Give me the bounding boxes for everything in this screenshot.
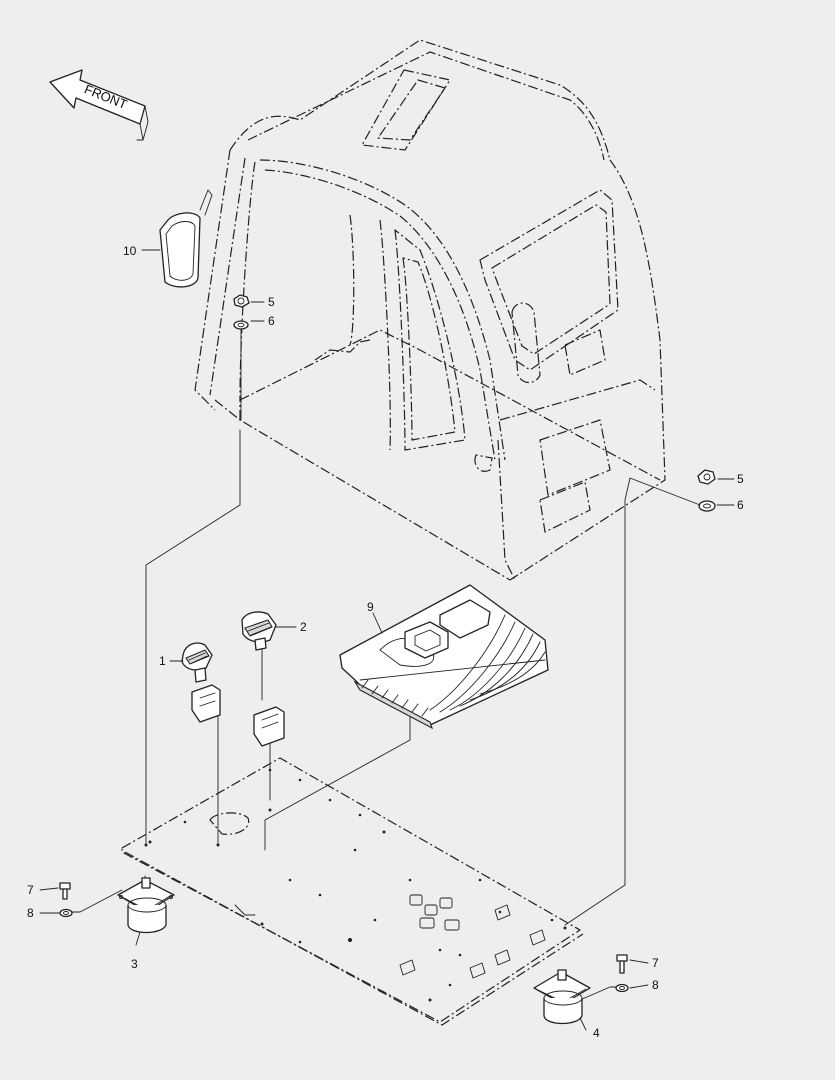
callout-1: 1 bbox=[159, 654, 166, 668]
pedal-2 bbox=[241, 611, 285, 747]
callout-8-right: 8 bbox=[652, 978, 659, 992]
callout-7-right: 7 bbox=[652, 956, 659, 970]
front-arrow: FRONT bbox=[49, 69, 149, 141]
callout-6-upper: 6 bbox=[268, 314, 275, 328]
callout-7-left: 7 bbox=[27, 883, 34, 897]
callout-10: 10 bbox=[123, 244, 137, 258]
floor-plate bbox=[121, 757, 584, 1026]
cab-frame bbox=[194, 39, 666, 581]
mount-4 bbox=[533, 969, 591, 1025]
washer-8-left bbox=[59, 908, 73, 918]
callout-5-upper: 5 bbox=[268, 295, 275, 309]
cab-nut-left bbox=[233, 294, 250, 308]
mount-3 bbox=[117, 877, 175, 934]
floor-mat-9 bbox=[339, 584, 549, 730]
mirror-part bbox=[159, 189, 213, 288]
cab-washer-left bbox=[233, 320, 249, 330]
callout-5-right: 5 bbox=[737, 472, 744, 486]
cab-nut-right bbox=[697, 469, 716, 485]
callouts: 10 5 6 5 6 9 2 1 7 8 3 7 8 4 bbox=[27, 244, 744, 1040]
pedal-1 bbox=[181, 642, 221, 723]
callout-6-right: 6 bbox=[737, 498, 744, 512]
bolt-7-left bbox=[59, 882, 71, 900]
bolt-7-right bbox=[616, 954, 628, 974]
cab-washer-right bbox=[698, 500, 716, 512]
callout-8-left: 8 bbox=[27, 906, 34, 920]
callout-2: 2 bbox=[300, 620, 307, 634]
washer-8-right bbox=[615, 983, 629, 993]
callout-4: 4 bbox=[593, 1026, 600, 1040]
leader-lines bbox=[39, 249, 735, 1031]
callout-3: 3 bbox=[131, 957, 138, 971]
callout-9: 9 bbox=[367, 600, 374, 614]
